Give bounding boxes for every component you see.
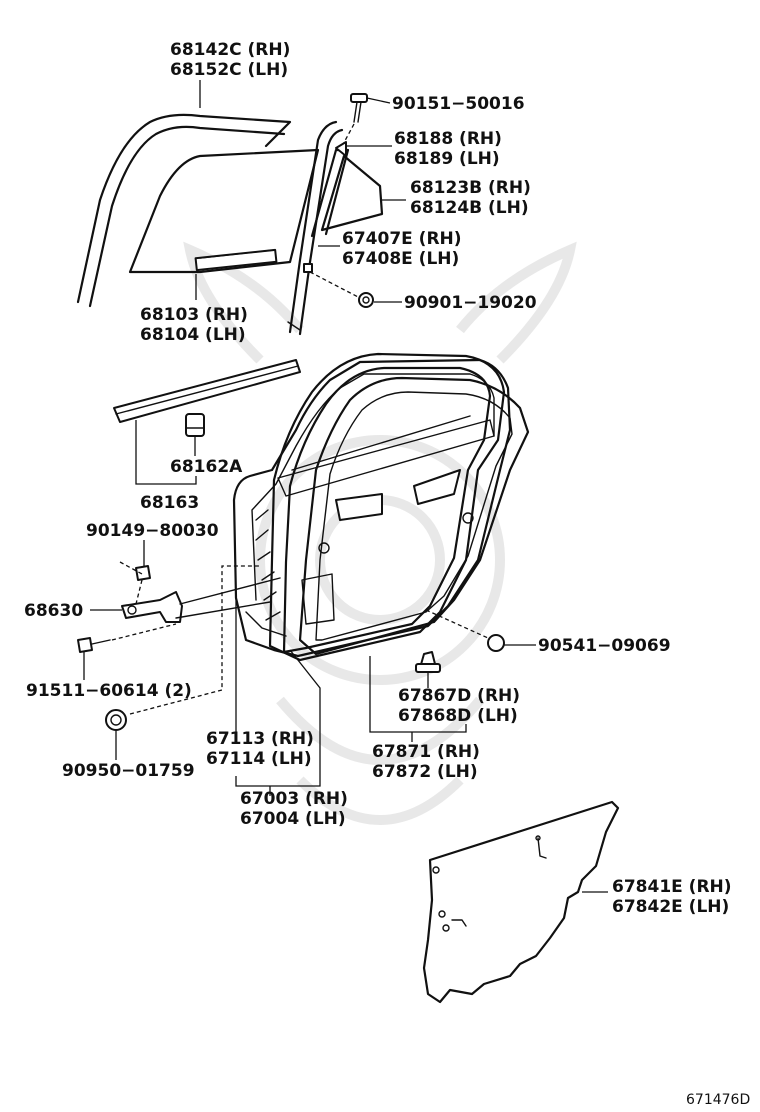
leader-lines bbox=[83, 80, 608, 893]
glass-run-channel bbox=[76, 113, 292, 308]
label-68188: 68188 (RH) bbox=[394, 129, 502, 149]
label-67871: 67871 (RH) bbox=[372, 742, 480, 762]
belt-moulding bbox=[113, 359, 301, 423]
label-67842E: 67842E (LH) bbox=[612, 897, 729, 917]
division-bar bbox=[287, 120, 344, 336]
label-68142C: 68142C (RH) bbox=[170, 40, 290, 60]
hole-plug-90950 bbox=[105, 565, 260, 731]
door-weatherstrip bbox=[268, 352, 530, 662]
label-68162A: 68162A bbox=[170, 457, 243, 477]
service-hole-cover bbox=[422, 800, 620, 1004]
weatherstrip-clip bbox=[415, 651, 441, 673]
label-67867D: 67867D (RH) bbox=[398, 686, 520, 706]
label-68124B: 68124B (LH) bbox=[410, 198, 529, 218]
label-90950-01759: 90950−01759 bbox=[62, 761, 195, 781]
label-67872: 67872 (LH) bbox=[372, 762, 478, 782]
door-glass bbox=[128, 148, 320, 274]
label-91511-60614: 91511−60614 (2) bbox=[26, 681, 192, 701]
label-68123B: 68123B (RH) bbox=[410, 178, 531, 198]
label-67407E: 67407E (RH) bbox=[342, 229, 462, 249]
clip-68162A bbox=[185, 413, 205, 437]
label-67004: 67004 (LH) bbox=[240, 809, 346, 829]
bolt-90149 bbox=[119, 561, 151, 605]
label-90901-19020: 90901−19020 bbox=[404, 293, 537, 313]
screw-90151 bbox=[335, 93, 368, 157]
label-67841E: 67841E (RH) bbox=[612, 877, 732, 897]
bolt-91511 bbox=[77, 623, 177, 653]
label-67003: 67003 (RH) bbox=[240, 789, 348, 809]
label-67113: 67113 (RH) bbox=[206, 729, 314, 749]
label-90541-09069: 90541−09069 bbox=[538, 636, 671, 656]
label-68152C: 68152C (LH) bbox=[170, 60, 288, 80]
label-68630: 68630 bbox=[24, 601, 83, 621]
label-67868D: 67868D (LH) bbox=[398, 706, 518, 726]
label-68103: 68103 (RH) bbox=[140, 305, 248, 325]
part-labels: 68142C (RH) 68152C (LH) 90151−50016 6818… bbox=[24, 40, 750, 1108]
door-check bbox=[121, 577, 281, 623]
diagram-id: 671476D bbox=[686, 1092, 750, 1108]
label-67408E: 67408E (LH) bbox=[342, 249, 459, 269]
quarter-window-glass bbox=[310, 148, 384, 238]
label-68163: 68163 bbox=[140, 493, 199, 513]
label-90149-80030: 90149−80030 bbox=[86, 521, 219, 541]
label-67114: 67114 (LH) bbox=[206, 749, 312, 769]
bolt-90901 bbox=[303, 263, 374, 308]
label-90151-50016: 90151−50016 bbox=[392, 94, 525, 114]
label-68104: 68104 (LH) bbox=[140, 325, 246, 345]
bumper-90541 bbox=[425, 609, 505, 652]
label-68189: 68189 (LH) bbox=[394, 149, 500, 169]
